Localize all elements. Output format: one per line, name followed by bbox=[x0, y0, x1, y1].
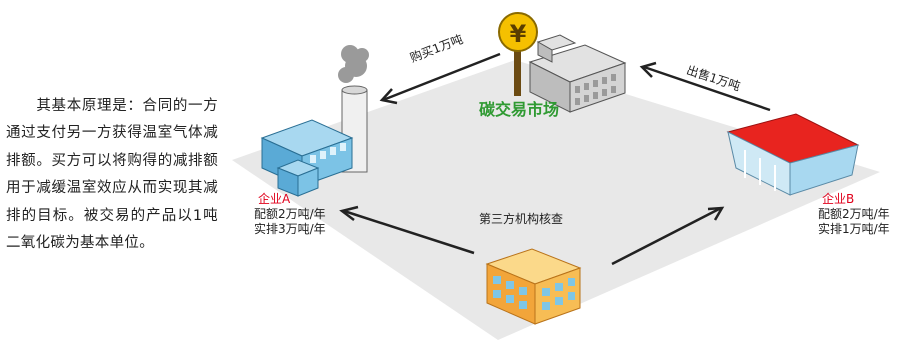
factory-a-icon bbox=[260, 45, 369, 197]
enterprise-a-name: 企业A bbox=[258, 192, 291, 206]
market-coin-symbol: ¥ bbox=[510, 20, 527, 48]
sell-arrow bbox=[639, 61, 771, 112]
market-label: 碳交易市场 bbox=[479, 100, 560, 119]
buy-arrow bbox=[379, 52, 501, 105]
enterprise-b-actual: 实排1万吨/年 bbox=[818, 222, 890, 236]
verifier-building-icon bbox=[485, 248, 582, 325]
factory-b-icon bbox=[726, 113, 860, 196]
platform bbox=[232, 60, 880, 340]
intro-paragraph: 其基本原理是：合同的一方通过支付另一方获得温室气体减排额。买方可以将购得的减排额… bbox=[6, 93, 218, 257]
enterprise-a-quota: 配额2万吨/年 bbox=[254, 207, 326, 221]
b-to-verify-arrow bbox=[611, 206, 725, 266]
verify-to-a-arrow bbox=[339, 205, 475, 255]
intro-text: 其基本原理是：合同的一方通过支付另一方获得温室气体减排额。买方可以将购得的减排额… bbox=[6, 98, 218, 252]
enterprise-b-name: 企业B bbox=[822, 192, 855, 206]
market-coin-icon bbox=[498, 12, 538, 52]
verifier-label: 第三方机构核查 bbox=[479, 212, 564, 226]
market-building-icon bbox=[528, 34, 627, 113]
enterprise-a-actual: 实排3万吨/年 bbox=[254, 222, 326, 236]
market-pole bbox=[514, 46, 521, 96]
enterprise-b-quota: 配额2万吨/年 bbox=[818, 207, 890, 221]
